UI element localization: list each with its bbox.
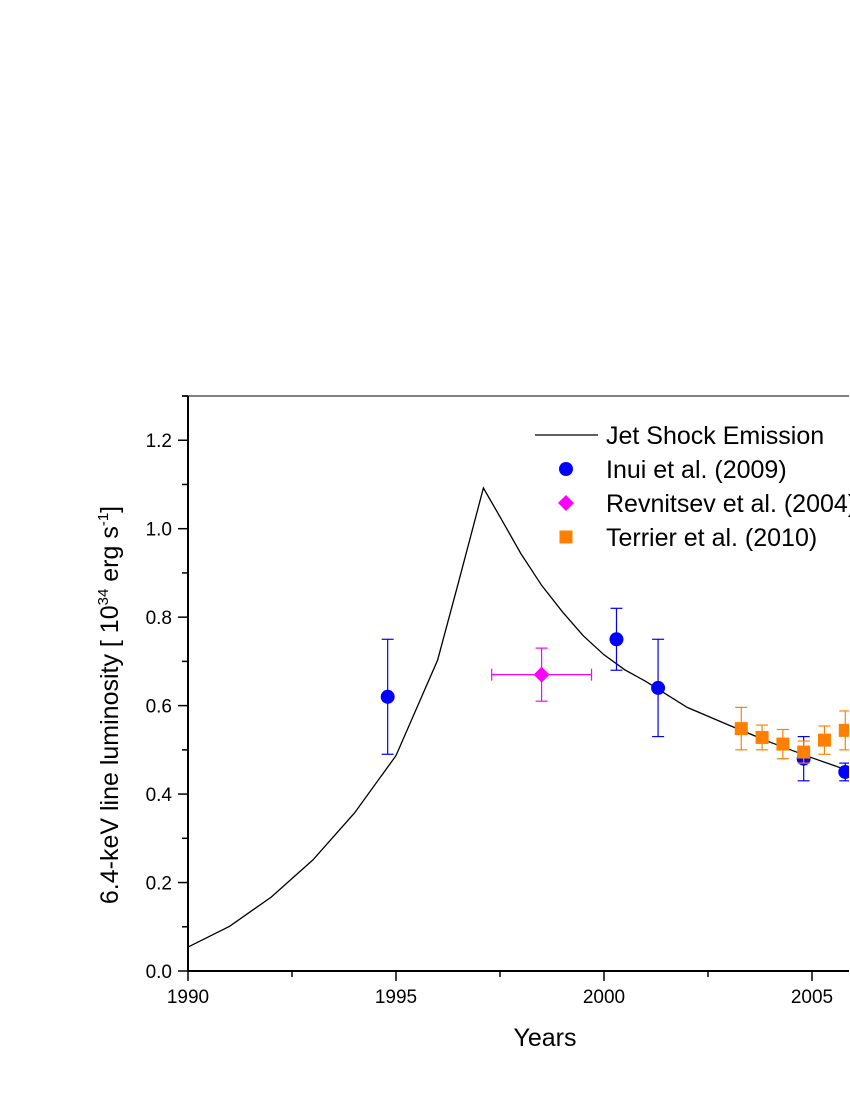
y-tick-label: 0.2 [146, 874, 172, 895]
y-tick-label: 1.0 [146, 520, 172, 541]
series-line-jet-shock-emission [188, 486, 849, 948]
y-axis-title: 6.4-keV line luminosity [ 1034 erg s-1] [95, 506, 124, 904]
marker-circle [380, 689, 395, 704]
legend-item-jet-shock-emission: Jet Shock Emission [535, 422, 824, 450]
data-point-inui-et-al-2009 [380, 638, 395, 755]
data-point-terrier-et-al-2010 [734, 706, 748, 751]
axes: 0.00.20.40.60.81.01.21990199520002005201… [146, 395, 849, 1008]
legend-circle-swatch [559, 462, 573, 476]
y-tick-label: 1.2 [146, 431, 172, 452]
marker-square [817, 733, 831, 747]
legend-item-revnitsev-et-al-2004: Revnitsev et al. (2004) [558, 490, 850, 518]
marker-square [776, 737, 790, 751]
data-point-inui-et-al-2009 [609, 607, 624, 671]
data-point-terrier-et-al-2010 [817, 725, 831, 755]
data-point-terrier-et-al-2010 [755, 724, 769, 751]
legend-diamond-swatch [558, 495, 574, 511]
data-point-terrier-et-al-2010 [797, 740, 811, 764]
marker-square [755, 730, 769, 744]
legend-item-terrier-et-al-2010: Terrier et al. (2010) [559, 524, 817, 552]
y-axis-title-unit: erg s [96, 526, 124, 589]
legend-label: Terrier et al. (2010) [606, 524, 817, 552]
legend-label: Inui et al. (2009) [606, 456, 787, 484]
y-axis-title-unit-exponent: -1 [95, 513, 112, 526]
y-axis-title-main: 6.4-keV line luminosity [ 10 [96, 605, 124, 904]
marker-square [734, 722, 748, 736]
marker-square [838, 723, 849, 737]
legend-label: Revnitsev et al. (2004) [606, 490, 850, 518]
marker-diamond [533, 666, 550, 683]
x-tick-label: 2005 [791, 987, 833, 1008]
data-point-terrier-et-al-2010 [776, 728, 790, 760]
x-tick-label: 1990 [167, 987, 209, 1008]
data-point-inui-et-al-2009 [838, 762, 849, 782]
y-tick-label: 0.6 [146, 697, 172, 718]
x-tick-label: 2000 [583, 987, 625, 1008]
data-point-revnitsev-et-al-2004 [491, 647, 593, 702]
marker-circle [609, 632, 624, 647]
x-axis-title: Years [513, 1024, 576, 1052]
legend-item-inui-et-al-2009: Inui et al. (2009) [559, 456, 787, 484]
y-axis-title-exponent: 34 [95, 589, 112, 606]
legend-label: Jet Shock Emission [606, 422, 824, 450]
legend-square-swatch [559, 530, 573, 544]
y-axis-title-close: ] [96, 506, 124, 513]
points-layer [380, 607, 849, 782]
data-point-inui-et-al-2009 [651, 638, 666, 738]
curve-layer [188, 486, 849, 948]
y-tick-label: 0.0 [146, 962, 172, 983]
marker-square [797, 745, 811, 759]
marker-circle [651, 680, 666, 695]
y-tick-label: 0.4 [146, 785, 173, 806]
data-point-terrier-et-al-2010 [838, 710, 849, 751]
y-tick-label: 0.8 [146, 608, 172, 629]
marker-circle [838, 764, 849, 779]
x-tick-label: 1995 [375, 987, 417, 1008]
